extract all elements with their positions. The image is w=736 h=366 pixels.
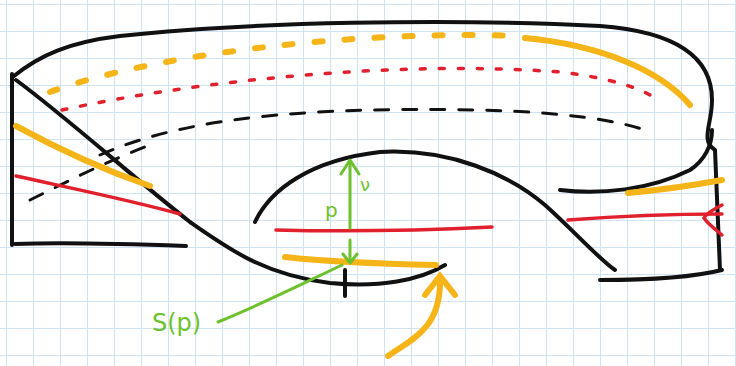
normal-vector-label: ν <box>360 176 370 194</box>
point-label: p <box>325 200 338 220</box>
section-label: S(p) <box>152 311 201 335</box>
